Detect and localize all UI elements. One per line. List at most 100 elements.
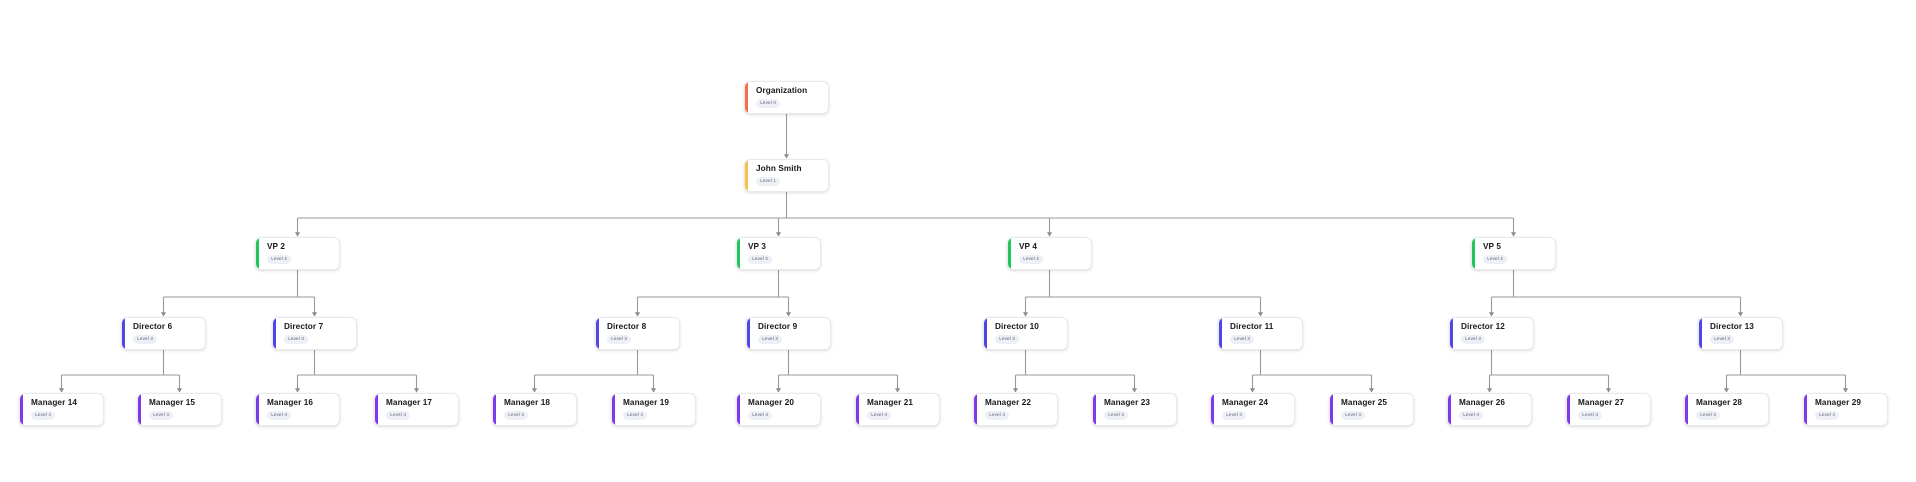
node-accent-bar [1008,238,1011,269]
node-level-badge: Level 3 [1230,334,1255,345]
node-title: Manager 23 [1104,397,1151,407]
node-level-badge: Level 4 [1222,410,1247,421]
node-level-badge: Level 3 [995,334,1020,345]
node-body: Manager 28 Level 4 [1696,394,1762,425]
node-accent-bar [747,318,750,349]
org-node-manager-28[interactable]: Manager 28 Level 4 [1684,393,1769,426]
node-accent-bar [984,318,987,349]
node-title: Organization [756,85,808,95]
node-accent-bar [1699,318,1702,349]
node-level-badge: Level 4 [149,410,174,421]
node-level-badge: Level 3 [758,334,783,345]
node-accent-bar [612,394,615,425]
node-accent-bar [1448,394,1451,425]
node-title: John Smith [756,163,802,173]
node-title: Manager 19 [623,397,670,407]
node-accent-bar [596,318,599,349]
node-title: Director 11 [1230,321,1274,331]
node-title: Director 9 [758,321,798,331]
node-title: Director 7 [284,321,324,331]
node-accent-bar [256,238,259,269]
node-title: VP 4 [1019,241,1038,251]
node-accent-bar [138,394,141,425]
node-level-badge: Level 4 [267,410,292,421]
node-level-badge: Level 4 [985,410,1010,421]
org-node-director-10[interactable]: Director 10 Level 3 [983,317,1068,350]
node-accent-bar [1450,318,1453,349]
node-accent-bar [974,394,977,425]
node-title: Manager 17 [386,397,433,407]
node-level-badge: Level 4 [504,410,529,421]
node-accent-bar [737,238,740,269]
node-level-badge: Level 4 [867,410,892,421]
node-level-badge: Level 0 [756,98,781,109]
node-accent-bar [122,318,125,349]
org-node-director-9[interactable]: Director 9 Level 3 [746,317,831,350]
node-level-badge: Level 4 [623,410,648,421]
node-level-badge: Level 4 [1578,410,1603,421]
node-accent-bar [273,318,276,349]
node-level-badge: Level 4 [1696,410,1721,421]
node-accent-bar [1093,394,1096,425]
node-title: Manager 29 [1815,397,1862,407]
node-level-badge: Level 3 [1461,334,1486,345]
node-accent-bar [737,394,740,425]
node-accent-bar [1685,394,1688,425]
node-title: VP 5 [1483,241,1502,251]
org-node-director-11[interactable]: Director 11 Level 3 [1218,317,1303,350]
node-level-badge: Level 2 [748,254,773,265]
node-title: Director 10 [995,321,1039,331]
node-title: Manager 14 [31,397,78,407]
node-title: Manager 28 [1696,397,1743,407]
node-title: VP 2 [267,241,286,251]
node-accent-bar [375,394,378,425]
node-title: Director 6 [133,321,173,331]
node-level-badge: Level 3 [607,334,632,345]
org-node-manager-19[interactable]: Manager 19 Level 4 [611,393,696,426]
node-title: Manager 25 [1341,397,1388,407]
node-accent-bar [1472,238,1475,269]
node-accent-bar [1804,394,1807,425]
node-accent-bar [1330,394,1333,425]
